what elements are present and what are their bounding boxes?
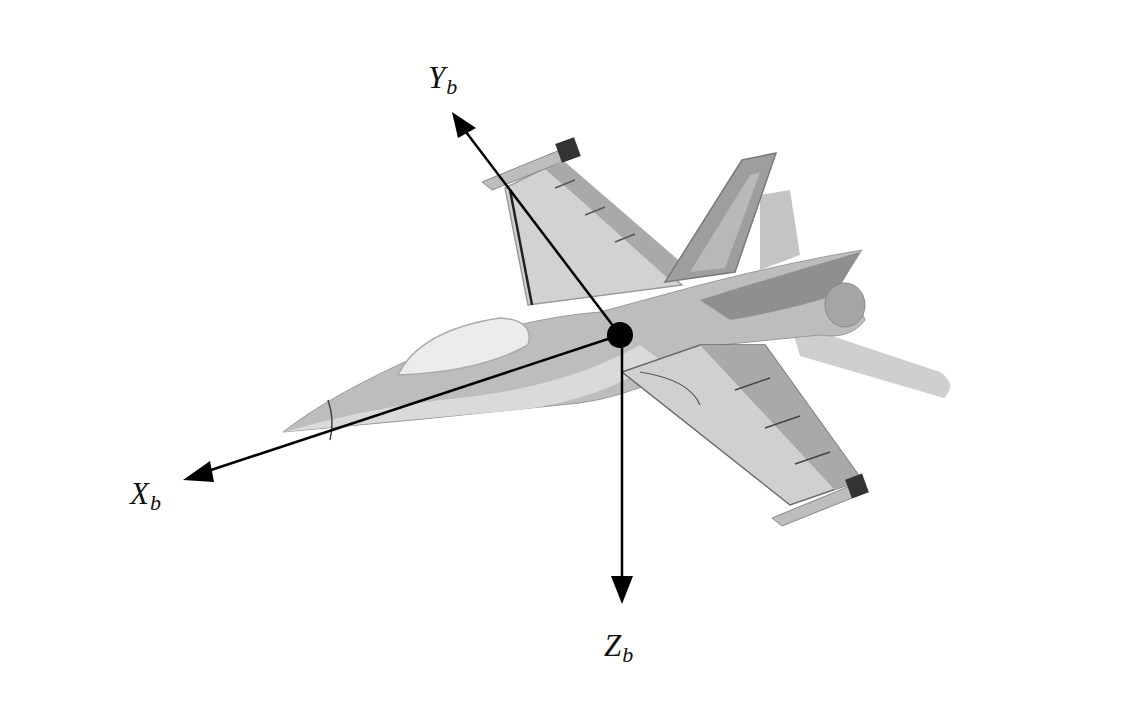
rear-tail	[760, 190, 800, 270]
axis-label: Xb	[130, 478, 161, 514]
arrowhead	[183, 461, 214, 482]
vertical-tail	[665, 153, 776, 282]
axis-label: Yb	[428, 62, 457, 98]
canopy	[398, 318, 529, 375]
arrowhead	[611, 576, 633, 604]
wingtip-missile	[772, 486, 862, 526]
near-wing	[622, 345, 862, 505]
arrowhead	[452, 112, 476, 138]
body-axes	[205, 132, 622, 578]
origin-dot	[607, 322, 633, 348]
axis-label: Zb	[604, 630, 633, 666]
